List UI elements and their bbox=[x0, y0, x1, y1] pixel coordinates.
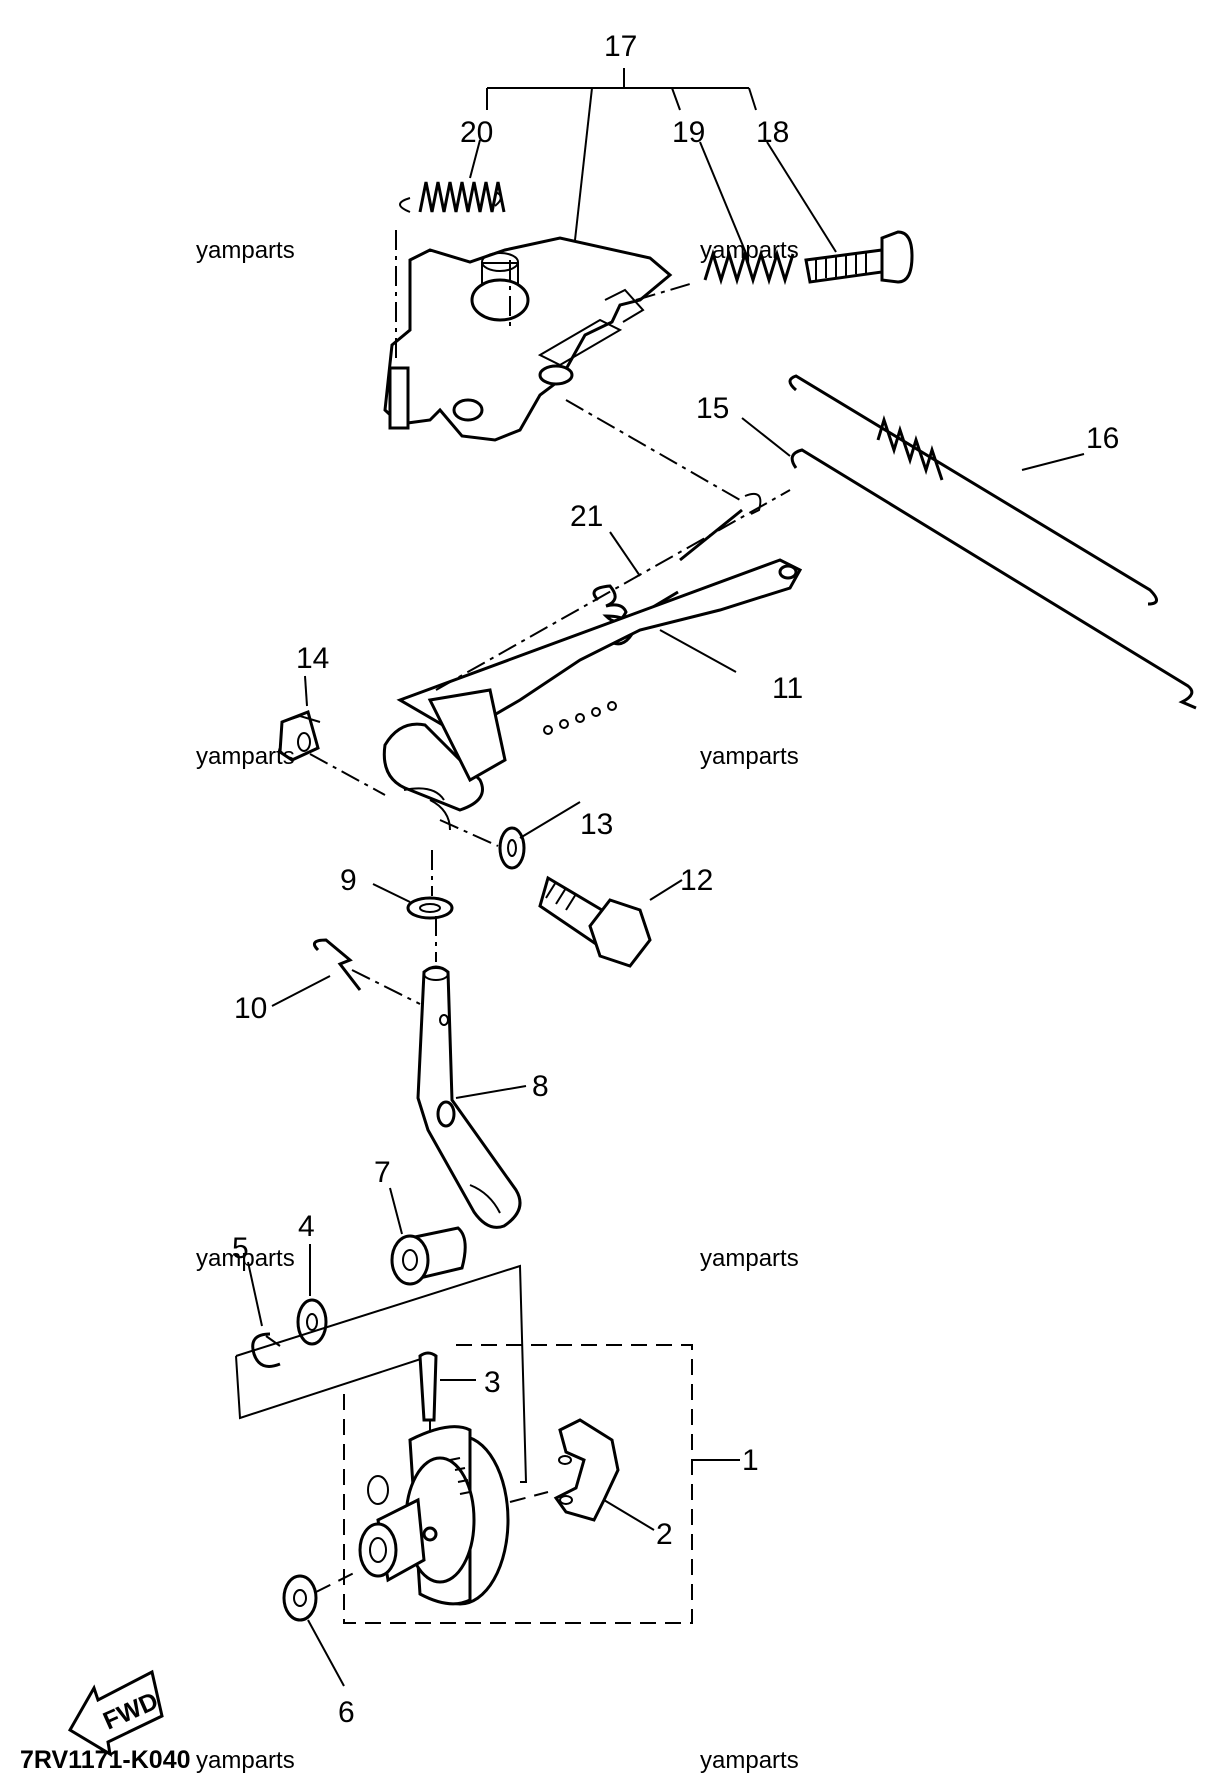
watermark-1: yamparts bbox=[196, 237, 295, 264]
callout-15: 15 bbox=[696, 392, 729, 425]
callout-1: 1 bbox=[742, 1444, 759, 1477]
part-12-bolt bbox=[538, 875, 683, 968]
part-13-washer bbox=[439, 801, 581, 870]
fwd-arrow-icon: FWD bbox=[67, 1669, 164, 1757]
watermark-7: yamparts bbox=[196, 1747, 295, 1774]
part-14-nut bbox=[278, 675, 386, 796]
callout-16: 16 bbox=[1086, 422, 1119, 455]
callout-3: 3 bbox=[484, 1366, 501, 1399]
watermark-3: yamparts bbox=[196, 743, 295, 770]
callout-4: 4 bbox=[298, 1210, 315, 1243]
watermark-6: yamparts bbox=[700, 1245, 799, 1272]
part-10-clip bbox=[271, 938, 421, 1007]
part-5-eclip bbox=[247, 1261, 281, 1368]
callout-11: 11 bbox=[772, 672, 803, 705]
callout-5: 5 bbox=[232, 1232, 249, 1265]
watermarks: yamparts yamparts yamparts yamparts yamp… bbox=[196, 237, 799, 1774]
callout-13: 13 bbox=[580, 808, 613, 841]
callout-9: 9 bbox=[340, 864, 357, 897]
group-bracket-17 bbox=[486, 68, 757, 241]
part-11-main-lever bbox=[382, 489, 803, 831]
part-1-group-box bbox=[343, 1344, 740, 1624]
diagram-code: 7RV1171-K040 bbox=[20, 1746, 191, 1774]
part-20-spring bbox=[399, 139, 506, 213]
part-7-bushing bbox=[389, 1187, 467, 1286]
callout-labels: 1 2 3 4 5 6 7 8 9 10 11 12 13 14 15 16 1… bbox=[232, 30, 1119, 1729]
watermark-2: yamparts bbox=[700, 237, 799, 264]
callout-17: 17 bbox=[604, 30, 637, 63]
callout-12: 12 bbox=[680, 864, 713, 897]
callout-2: 2 bbox=[656, 1518, 673, 1551]
callout-20: 20 bbox=[460, 116, 493, 149]
callout-21: 21 bbox=[570, 500, 603, 533]
part-8-shaft bbox=[416, 916, 527, 1229]
part-16-spring-rod bbox=[788, 374, 1158, 606]
watermark-4: yamparts bbox=[700, 743, 799, 770]
watermark-8: yamparts bbox=[700, 1747, 799, 1774]
part-1-governor bbox=[358, 1425, 549, 1606]
part-17-lever-assembly bbox=[383, 230, 741, 501]
watermark-5: yamparts bbox=[196, 1245, 295, 1272]
callout-8: 8 bbox=[532, 1070, 549, 1103]
callout-19: 19 bbox=[672, 116, 705, 149]
callout-14: 14 bbox=[296, 642, 329, 675]
part-2-weight bbox=[553, 1418, 655, 1531]
part-6-washer bbox=[282, 1571, 357, 1687]
callout-10: 10 bbox=[234, 992, 267, 1025]
callout-6: 6 bbox=[338, 1696, 355, 1729]
callout-18: 18 bbox=[756, 116, 789, 149]
part-4-washer bbox=[296, 1244, 328, 1346]
cutaway-plane bbox=[235, 1264, 528, 1483]
part-9-washer bbox=[372, 850, 454, 920]
part-19-spring bbox=[699, 141, 795, 286]
callout-7: 7 bbox=[374, 1156, 391, 1189]
part-18-screw bbox=[766, 141, 914, 284]
part-15-rod bbox=[741, 417, 1197, 710]
